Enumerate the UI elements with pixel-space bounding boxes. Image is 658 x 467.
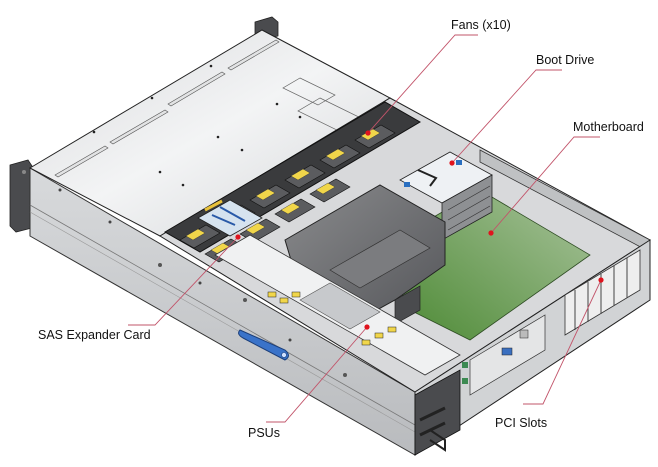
fan-label-icon [280,202,301,215]
fan-module [309,178,351,203]
callout-label-sas-expander-card: SAS Expander Card [38,328,151,342]
fan-label-icon [325,148,346,161]
fan-module [284,164,326,189]
fan-label-icon [315,182,336,195]
rack-ear-left [9,159,33,233]
leader-line-motherboard [490,136,600,234]
blue-release-latch-icon [238,329,289,361]
callout-leaders [128,34,604,423]
fan-module [179,224,221,249]
leader-line-boot-drive [451,69,562,164]
leader-line-sas-expander [128,236,239,326]
fan-module [249,184,291,209]
marker-dot-boot-drive [449,160,455,166]
callout-label-motherboard: Motherboard [573,120,644,134]
callout-label-boot-drive: Boot Drive [536,53,595,67]
top-cover [28,29,392,237]
callout-label-psus: PSUs [248,426,280,440]
sas-expander-card [197,199,263,237]
pci-slots [564,249,641,336]
leader-line-psus [266,326,368,423]
marker-dot-psus [364,324,370,330]
psu-bays [214,234,461,376]
marker-dot-fans [365,130,371,136]
marker-dot-motherboard [488,230,494,236]
fan-module [274,198,316,223]
marker-dot-pci-slots [598,277,604,283]
marker-dot-sas-expander [235,234,241,240]
callout-label-fans: Fans (x10) [451,18,511,32]
fan-module [319,144,361,169]
callout-label-pci-slots: PCI Slots [495,416,548,430]
fan-label-icon [185,228,206,241]
fan-label-icon [290,168,311,181]
fan-label-icon [255,188,276,201]
leader-line-pci-slots [523,279,602,405]
leader-line-fans [367,34,478,134]
fan-label-icon [245,222,266,235]
